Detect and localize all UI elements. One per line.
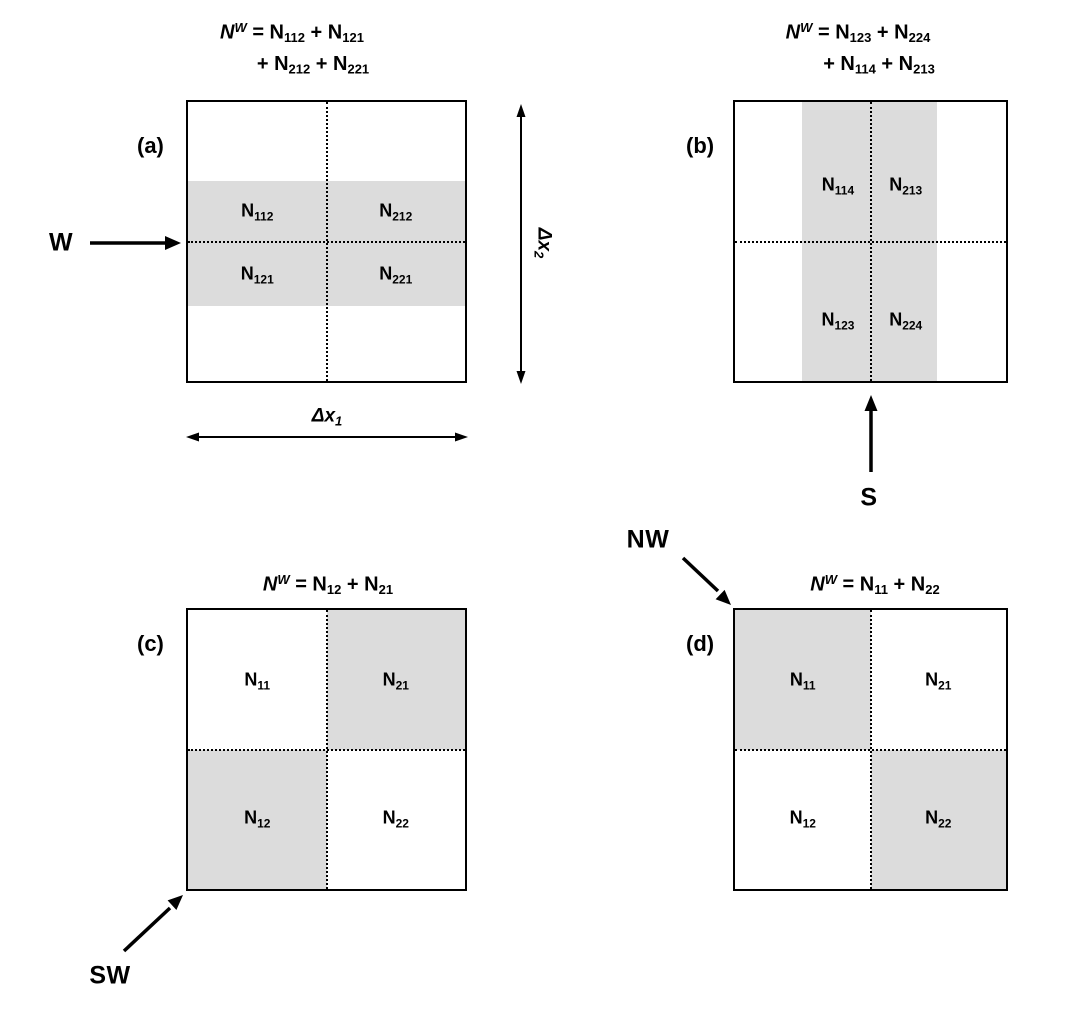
panel-c-square: N11 N21 N12 N22	[186, 608, 467, 891]
s-arrow	[864, 395, 878, 472]
panel-b-formula-line2: + N114 + N213	[717, 51, 1041, 82]
panel-a-formula: NW = N112 + N121 + N212 + N221	[130, 14, 454, 82]
cell-label-n114: N114	[821, 174, 855, 198]
formula-term: = N	[246, 21, 285, 44]
panel-c-horizontal-divider	[188, 748, 465, 751]
cell-label-n21: N21	[925, 669, 952, 693]
dx1-label: Δx1	[311, 405, 343, 429]
panel-a-horizontal-divider	[188, 240, 465, 243]
formula-subscript: 121	[342, 29, 364, 45]
formula-n-base: N	[220, 21, 235, 44]
formula-subscript: 22	[925, 581, 940, 597]
panel-a-tag: (a)	[137, 133, 164, 158]
formula-superscript-w: W	[277, 572, 290, 587]
formula-term: + N	[875, 52, 914, 75]
panel-a-formula-line1: NW = N112 + N121	[130, 14, 454, 51]
formula-subscript: 212	[288, 61, 311, 76]
sw-arrow	[122, 895, 183, 953]
panel-d-formula-line1: NW = N11 + N22	[713, 566, 1037, 603]
formula-subscript: 12	[326, 581, 342, 597]
cell-label-n12: N12	[244, 807, 271, 831]
panel-b-horizontal-divider	[735, 240, 1006, 243]
direction-label-nw: NW	[626, 525, 670, 554]
panel-d-formula: NW = N11 + N22	[713, 566, 1037, 603]
cell-label-n21: N21	[382, 669, 409, 693]
formula-subscript: 123	[849, 29, 872, 45]
cell-label-n212: N212	[379, 200, 413, 224]
formula-subscript: 224	[908, 29, 931, 45]
panel-b-formula-line1: NW = N123 + N224	[696, 14, 1020, 51]
formula-subscript: 11	[874, 581, 888, 597]
panel-d-shaded-quadrant-tl	[735, 610, 871, 750]
panel-b-square: N114 N213 N123 N224	[733, 100, 1008, 383]
cell-label-n121: N121	[240, 263, 274, 287]
cell-label-n12: N12	[789, 807, 816, 831]
dx2-label: Δx2	[531, 227, 555, 259]
formula-term: + N	[341, 573, 379, 596]
cell-label-n123: N123	[821, 309, 855, 333]
formula-term: + N	[888, 573, 926, 596]
formula-term: + N	[256, 52, 289, 75]
cell-label-n221: N221	[379, 263, 413, 287]
panel-c-formula: NW = N12 + N21	[166, 566, 490, 603]
formula-superscript-w: W	[800, 20, 813, 35]
formula-n-base: N	[262, 573, 278, 596]
formula-subscript: 221	[347, 61, 370, 76]
formula-term: + N	[310, 52, 348, 75]
panel-a-formula-line2: + N212 + N221	[151, 51, 475, 82]
panel-c-tag: (c)	[137, 631, 164, 656]
cell-label-n224: N224	[889, 309, 923, 333]
formula-term: = N	[837, 573, 875, 596]
panel-c-shaded-quadrant-bl	[188, 749, 327, 889]
panel-c-formula-line1: NW = N12 + N21	[166, 566, 490, 603]
panel-b-tag: (b)	[686, 133, 715, 158]
cell-label-n11: N11	[789, 669, 816, 693]
formula-n-base: N	[810, 573, 825, 596]
formula-superscript-w: W	[824, 572, 837, 587]
panel-d-shaded-quadrant-br	[870, 749, 1006, 889]
formula-term: + N	[871, 21, 909, 44]
dx1-dimension-arrow	[186, 432, 468, 442]
w-arrow	[90, 236, 181, 250]
direction-label-s: S	[860, 483, 878, 512]
formula-n-base: N	[785, 21, 801, 44]
formula-subscript: 213	[913, 61, 935, 76]
formula-subscript: 114	[854, 61, 876, 76]
formula-subscript: 21	[378, 581, 394, 597]
cell-label-n213: N213	[889, 174, 923, 198]
formula-superscript-w: W	[234, 20, 247, 35]
panel-c-shaded-quadrant-tr	[326, 610, 465, 750]
cell-label-n22: N22	[382, 807, 409, 831]
panel-d-horizontal-divider	[735, 748, 1006, 751]
formula-subscript: 112	[284, 29, 305, 45]
formula-term: + N	[823, 52, 855, 75]
formula-term: + N	[305, 21, 343, 44]
panel-d-tag: (d)	[686, 631, 715, 656]
formula-term: = N	[289, 573, 327, 596]
cell-label-n22: N22	[925, 807, 952, 831]
direction-label-sw: SW	[89, 961, 131, 990]
dx2-dimension-arrow	[516, 104, 526, 384]
formula-term: = N	[812, 21, 850, 44]
panel-a-square: N112 N212 N121 N221	[186, 100, 467, 383]
direction-label-w: W	[48, 228, 74, 257]
panel-d-square: N11 N21 N12 N22	[733, 608, 1008, 891]
cell-label-n112: N112	[241, 200, 274, 224]
panel-b-formula: NW = N123 + N224 + N114 + N213	[696, 14, 1020, 82]
cell-label-n11: N11	[244, 669, 271, 693]
